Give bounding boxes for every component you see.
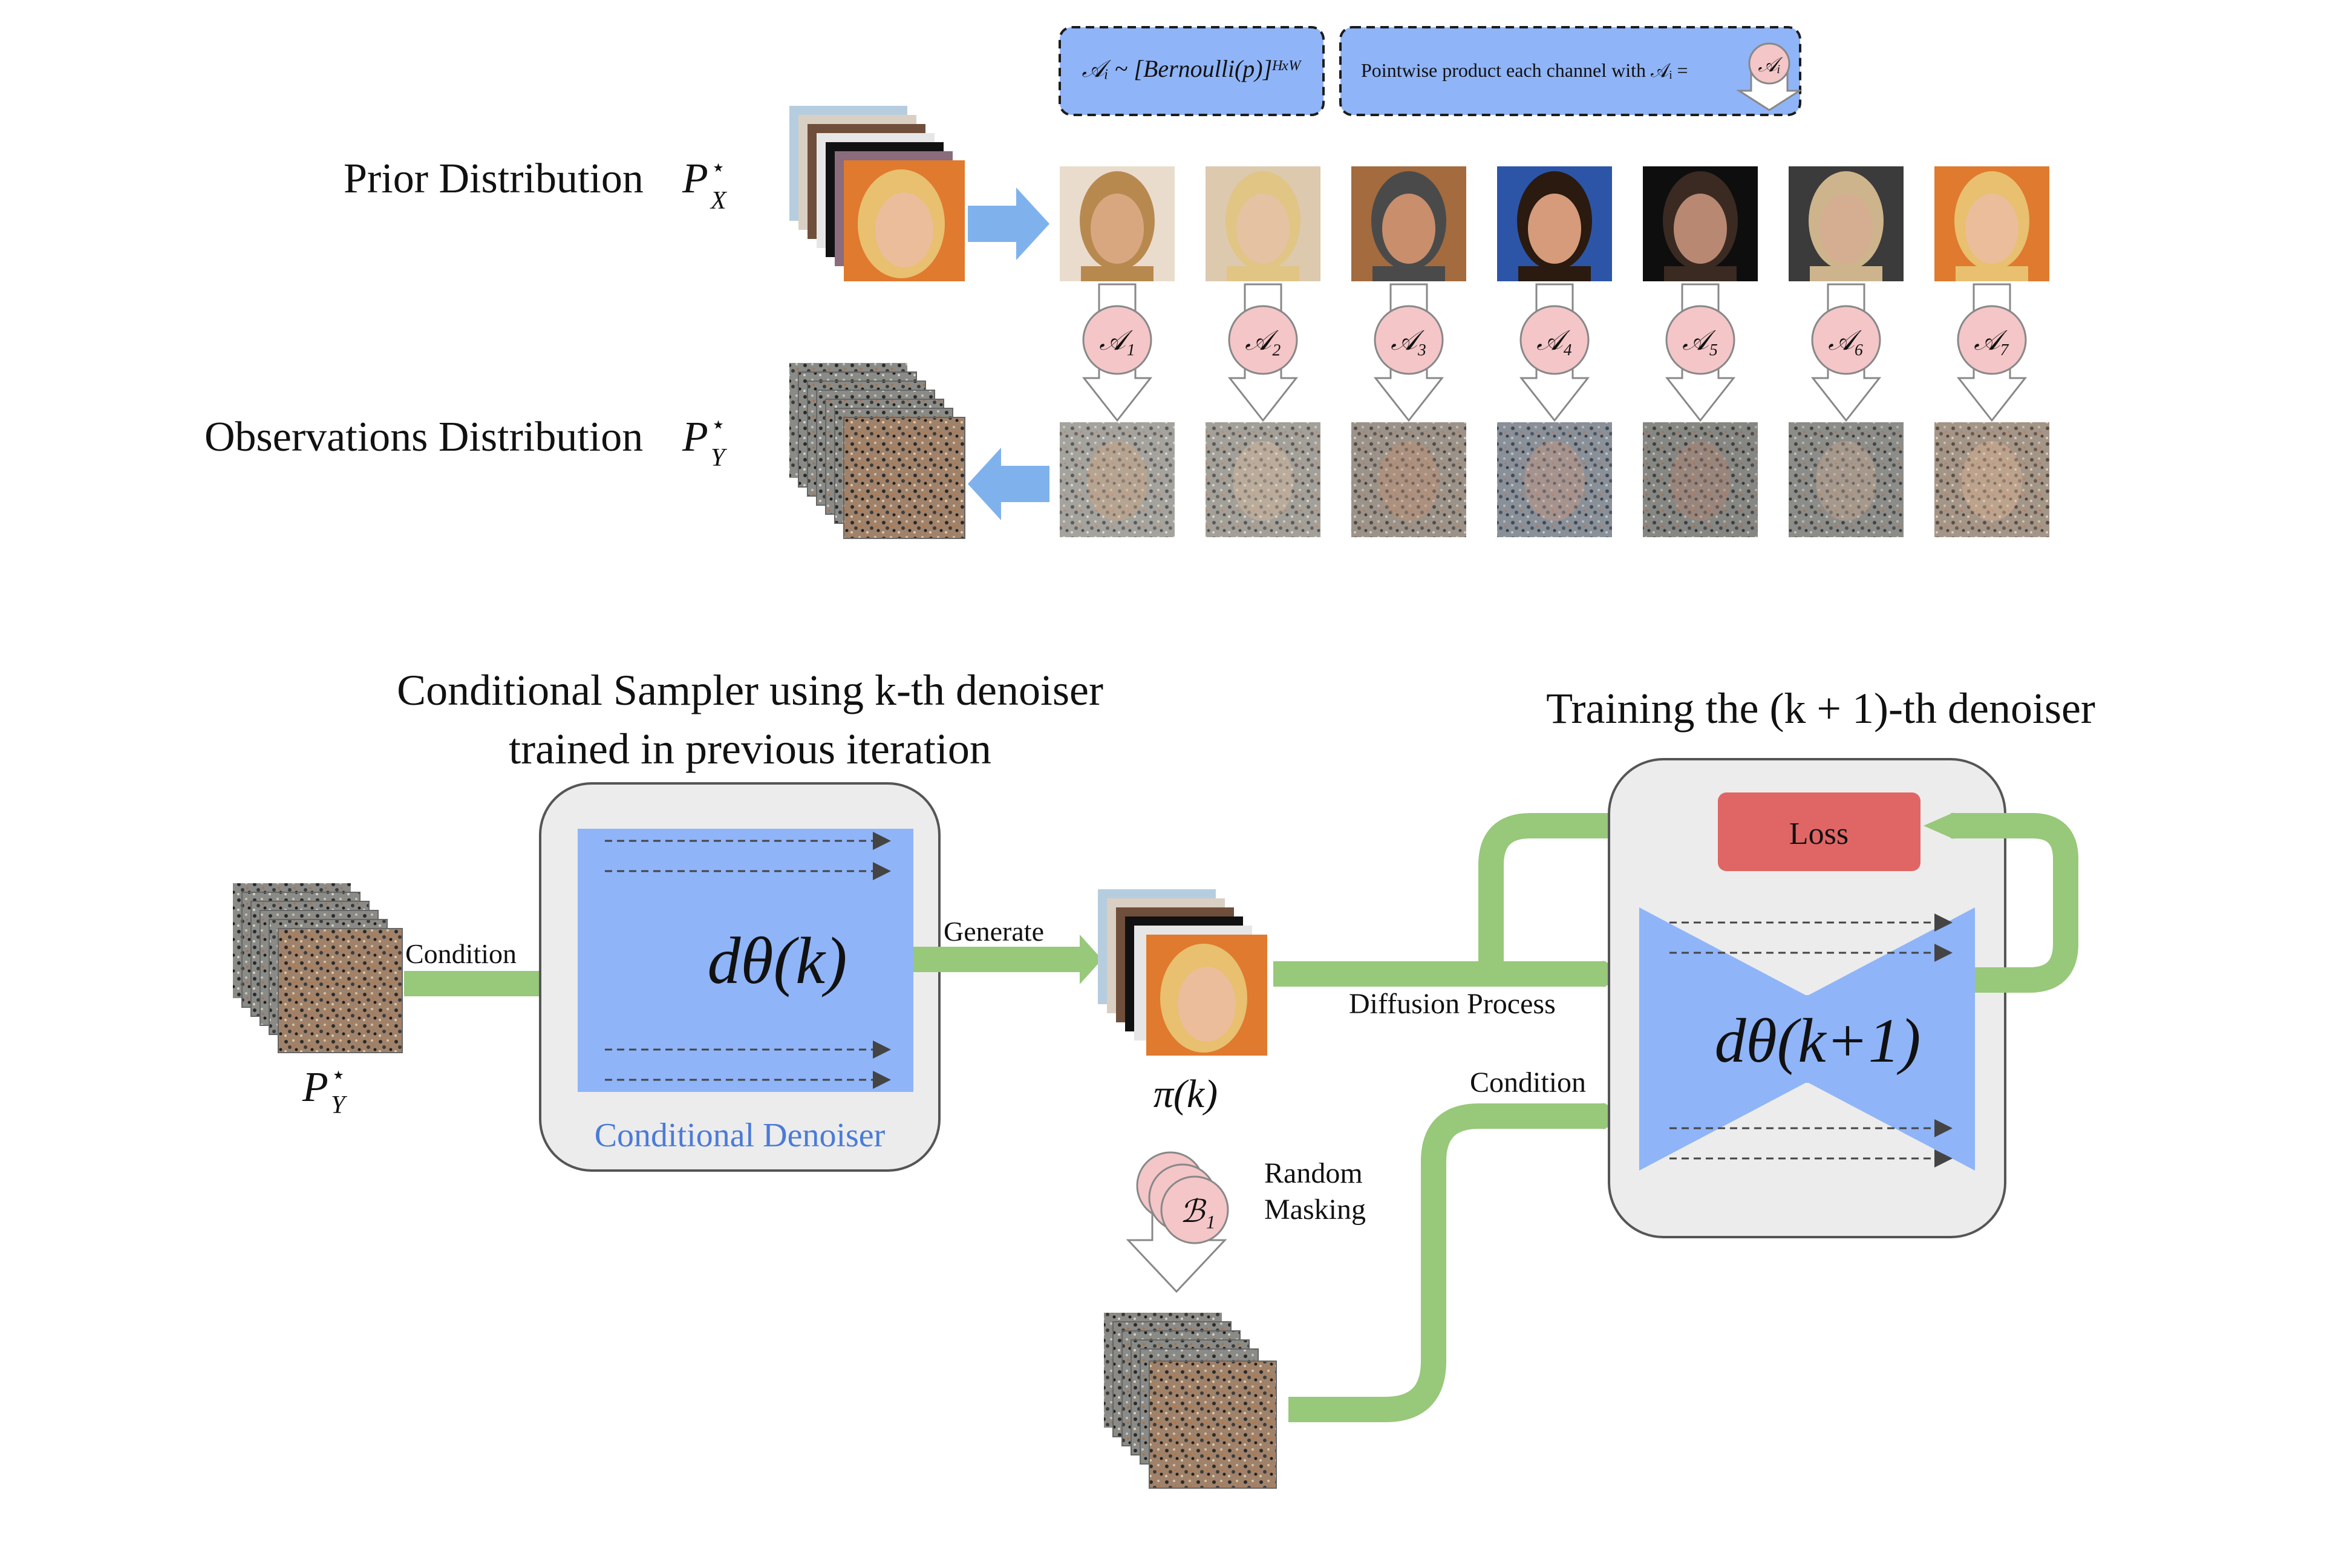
prior-symbol: P ⋆ X	[682, 154, 728, 215]
mask-arrow-row: 𝒜₁ 𝒜₂ 𝒜₃ 𝒜₄ 𝒜₅ 𝒜₆ 𝒜₇	[1082, 283, 2028, 422]
pointwise-product-text: Pointwise product each channel with 𝒜ᵢ =	[1361, 59, 1688, 81]
svg-text:P: P	[682, 414, 708, 460]
mask-definition-box: 𝒜ᵢ ~ [Bernoulli(p)]ᴴˣᵂ	[1059, 26, 1325, 116]
mask-arrow-6: 𝒜₆	[1810, 283, 1882, 422]
observations-symbol: P ⋆ Y	[682, 411, 728, 472]
svg-text:Y: Y	[331, 1091, 348, 1119]
svg-text:P: P	[302, 1064, 328, 1111]
observation-image-3	[1351, 422, 1466, 537]
mask-arrow-5: 𝒜₅	[1665, 283, 1736, 422]
mask-label-3: 𝒜₃	[1391, 325, 1427, 356]
observation-image-row	[1060, 422, 2049, 537]
svg-text:P: P	[682, 155, 708, 202]
observation-image-4	[1497, 422, 1612, 537]
observations-distribution-label: Observations Distribution	[204, 414, 643, 460]
diffusion-path	[1273, 813, 1682, 987]
training-title: Training the (k + 1)-th denoiser	[1546, 684, 2095, 733]
observation-image-stack	[789, 363, 965, 539]
py-image-stack	[233, 883, 403, 1053]
observation-image-5	[1643, 422, 1758, 537]
loss-feedback-arrow-head	[1924, 812, 1954, 839]
diffusion-process-label: Diffusion Process	[1349, 988, 1556, 1020]
observation-image-2	[1206, 422, 1320, 537]
observation-image-6	[1789, 422, 1904, 537]
denoiser-k1-hourglass	[1639, 907, 1975, 1171]
mask-arrow-2: 𝒜₂	[1227, 283, 1299, 422]
mask-label-4: 𝒜₄	[1536, 325, 1573, 356]
svg-text:Y: Y	[711, 444, 728, 472]
svg-text:⋆: ⋆	[711, 154, 726, 181]
svg-text:X: X	[710, 187, 728, 215]
sampler-title-line2: trained in previous iteration	[509, 725, 991, 773]
condition-label-1: Condition	[405, 938, 517, 969]
observation-image-1	[1060, 422, 1175, 537]
observation-image-7	[1934, 422, 2049, 537]
condition-path-2	[1288, 1103, 1606, 1422]
loss-box	[1718, 792, 1920, 871]
svg-text:⋆: ⋆	[711, 411, 726, 438]
mask-label-1: 𝒜₁	[1099, 325, 1135, 356]
training-panel: Loss dθ(k+1)	[1608, 758, 2006, 1238]
conditional-denoiser-caption: Conditional Denoiser	[595, 1117, 886, 1154]
random-masking-arrow: ℬ₁	[1126, 1151, 1229, 1293]
mask-down-arrow-icon: 𝒜ᵢ	[1735, 42, 1803, 111]
face-image-2	[1206, 166, 1320, 281]
generated-image-stack	[1098, 889, 1267, 1056]
sampler-title-line1: Conditional Sampler using k-th denoiser	[397, 666, 1103, 714]
prior-right-arrow-icon	[968, 188, 1049, 260]
py-symbol: P ⋆ Y	[302, 1061, 348, 1119]
mask-symbol: 𝒜ᵢ	[1758, 54, 1783, 76]
face-image-1	[1060, 166, 1175, 281]
conditional-denoiser-panel: dθ(k) Conditional Denoiser	[539, 782, 941, 1172]
loss-feedback-path	[1951, 813, 2078, 993]
generate-arrow	[913, 935, 1102, 984]
prior-stack-top-face	[844, 160, 965, 281]
random-masking-label-2: Masking	[1264, 1194, 1366, 1226]
svg-text:⋆: ⋆	[331, 1061, 346, 1088]
generate-label: Generate	[944, 916, 1044, 947]
mask-label-7: 𝒜₇	[1974, 325, 2010, 356]
face-image-5	[1643, 166, 1758, 281]
mask-definition-text: 𝒜ᵢ ~ [Bernoulli(p)]ᴴˣᵂ	[1082, 55, 1302, 82]
loss-label: Loss	[1789, 817, 1849, 851]
masked-sample-stack	[1104, 1313, 1277, 1489]
prior-image-stack	[789, 106, 965, 281]
mask-arrow-4: 𝒜₄	[1519, 283, 1590, 422]
prior-distribution-label: Prior Distribution	[344, 155, 644, 202]
face-image-3	[1351, 166, 1466, 281]
face-image-row	[1060, 166, 2049, 281]
mask-label-2: 𝒜₂	[1245, 325, 1281, 356]
observation-left-arrow-icon	[968, 448, 1049, 520]
pointwise-product-box: Pointwise product each channel with 𝒜ᵢ =…	[1339, 26, 1803, 116]
face-image-4	[1497, 166, 1612, 281]
mask-arrow-7: 𝒜₇	[1956, 283, 2028, 422]
mask-label-6: 𝒜₆	[1828, 325, 1864, 356]
pi-k-label: π(k)	[1154, 1072, 1218, 1116]
mask-label-5: 𝒜₅	[1682, 325, 1718, 356]
mask-arrow-3: 𝒜₃	[1373, 283, 1444, 422]
condition-label-2: Condition	[1470, 1067, 1586, 1099]
mask-arrow-1: 𝒜₁	[1082, 283, 1153, 422]
generated-stack-top-face	[1146, 935, 1267, 1056]
denoiser-k1-label: dθ(k+1)	[1715, 1006, 1921, 1076]
masking-symbol: ℬ₁	[1180, 1195, 1216, 1229]
random-masking-label-1: Random	[1264, 1157, 1363, 1189]
denoiser-k-label: dθ(k)	[707, 924, 847, 998]
face-image-6	[1789, 166, 1904, 281]
face-image-7	[1934, 166, 2049, 281]
